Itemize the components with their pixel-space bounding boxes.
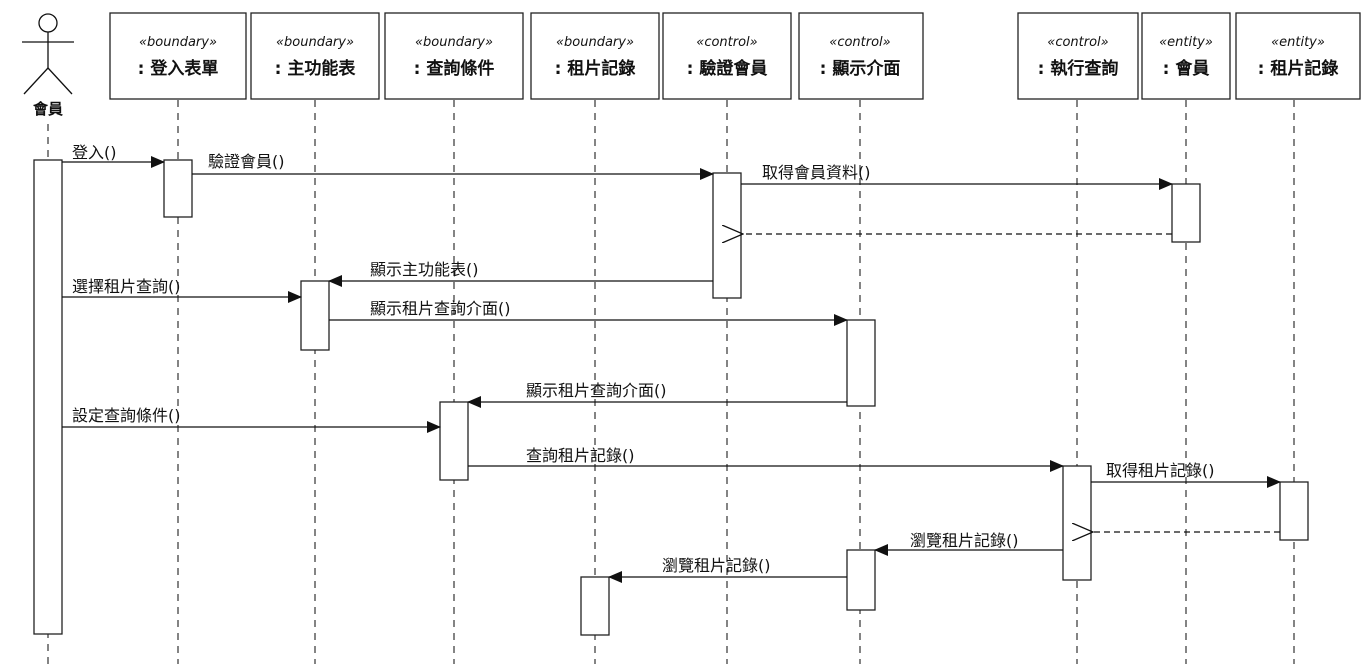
actor-icon: [22, 13, 74, 95]
message-label: 取得會員資料(): [762, 163, 871, 182]
message-browse-records-2: 瀏覽租片記錄(): [608, 556, 847, 583]
message-label: 顯示主功能表(): [370, 260, 479, 279]
activation-actor: [33, 159, 63, 635]
participant-rentrec: «entity» : 租片記錄: [1235, 12, 1361, 100]
message-show-menu: 顯示主功能表(): [328, 260, 713, 287]
activation-query: [439, 401, 469, 481]
participant-rental: «boundary» : 租片記錄: [530, 12, 660, 100]
participant-stereotype: «entity»: [1159, 35, 1213, 50]
participant-member: «entity» : 會員: [1141, 12, 1231, 100]
participant-name: : 租片記錄: [1258, 58, 1339, 79]
participant-stereotype: «boundary»: [556, 35, 634, 50]
message-select-query: 選擇租片查詢(): [62, 277, 302, 303]
participant-name: : 登入表單: [138, 58, 219, 79]
actor-name: 會員: [33, 100, 63, 118]
message-set-condition: 設定查詢條件(): [62, 406, 441, 433]
participant-stereotype: «control»: [829, 35, 890, 50]
participant-name: : 查詢條件: [414, 58, 495, 79]
participant-verify: «control» : 驗證會員: [662, 12, 792, 100]
messages: 登入() 驗證會員() 取得會員資料() 顯示主功能表() 選擇租片查詢() 顯…: [62, 143, 1281, 583]
message-label: 顯示租片查詢介面(): [370, 299, 511, 318]
participant-name: : 主功能表: [275, 58, 357, 79]
message-label: 選擇租片查詢(): [72, 277, 181, 296]
participant-display: «control» : 顯示介面: [798, 12, 924, 100]
message-label: 瀏覽租片記錄(): [662, 556, 771, 575]
activation-rental: [580, 576, 610, 636]
activation-login: [163, 159, 193, 218]
actor: 會員: [22, 13, 74, 118]
message-show-query-ui-2: 顯示租片查詢介面(): [467, 381, 847, 408]
message-label: 驗證會員(): [208, 152, 285, 171]
participant-stereotype: «entity»: [1271, 35, 1325, 50]
participant-menu: «boundary» : 主功能表: [250, 12, 380, 100]
participant-name: : 顯示介面: [820, 58, 901, 79]
message-show-query-ui: 顯示租片查詢介面(): [329, 299, 848, 326]
message-get-member-data: 取得會員資料(): [741, 163, 1173, 190]
message-get-records: 取得租片記錄(): [1091, 461, 1281, 488]
participant-name: : 執行查詢: [1038, 58, 1119, 79]
participant-login: «boundary» : 登入表單: [109, 12, 247, 100]
message-label: 登入(): [72, 143, 117, 162]
activation-display-2: [846, 549, 876, 611]
message-browse-records: 瀏覽租片記錄(): [874, 531, 1063, 556]
message-label: 取得租片記錄(): [1106, 461, 1215, 480]
activation-member: [1171, 183, 1201, 243]
message-label: 查詢租片記錄(): [526, 446, 635, 465]
participant-exec: «control» : 執行查詢: [1017, 12, 1139, 100]
activation-menu: [300, 280, 330, 351]
participant-name: : 會員: [1163, 58, 1210, 79]
message-label: 顯示租片查詢介面(): [526, 381, 667, 400]
message-label: 瀏覽租片記錄(): [910, 531, 1019, 550]
participant-name: : 租片記錄: [555, 58, 636, 79]
activation-verify: [712, 172, 742, 299]
activation-display: [846, 319, 876, 407]
activation-exec: [1062, 465, 1092, 581]
message-login: 登入(): [62, 143, 165, 168]
participant-stereotype: «control»: [696, 35, 757, 50]
activation-rentrec: [1279, 481, 1309, 541]
message-query-records: 查詢租片記錄(): [468, 446, 1064, 472]
message-label: 設定查詢條件(): [72, 406, 181, 425]
participant-stereotype: «control»: [1047, 35, 1108, 50]
participant-name: : 驗證會員: [687, 58, 768, 79]
message-verify-member: 驗證會員(): [192, 152, 714, 180]
participant-stereotype: «boundary»: [276, 35, 354, 50]
participant-stereotype: «boundary»: [139, 35, 217, 50]
participant-stereotype: «boundary»: [415, 35, 493, 50]
participant-query: «boundary» : 查詢條件: [384, 12, 524, 100]
